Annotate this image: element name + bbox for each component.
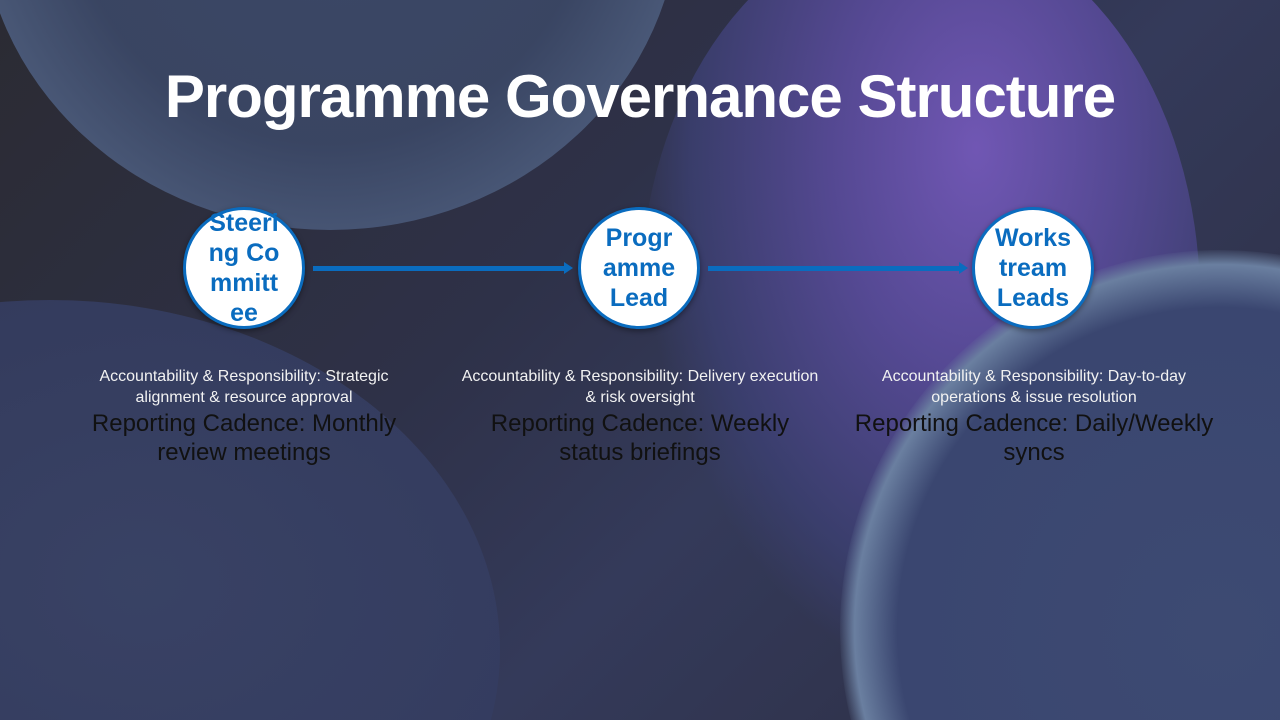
cadence-text: Reporting Cadence: Daily/Weekly syncs [854,410,1214,466]
accountability-text: Accountability & Responsibility: Day-to-… [881,368,1187,406]
node-description: Accountability & Responsibility: Deliver… [460,366,820,467]
arrow-right-icon [313,262,573,274]
background-orb [0,300,500,720]
node-steering-committee: Steering Committee [183,207,305,329]
slide-title: Programme Governance Structure [164,63,1116,130]
node-label: Programme Lead [602,224,676,312]
node-description: Accountability & Responsibility: Day-to-… [854,366,1214,467]
node-programme-lead: Programme Lead [578,207,700,329]
node-label: Workstream Leads [995,224,1071,312]
node-label: Steering Committee [208,209,280,327]
accountability-text: Accountability & Responsibility: Strateg… [99,368,389,406]
cadence-text: Reporting Cadence: Monthly review meetin… [91,410,397,466]
accountability-text: Accountability & Responsibility: Deliver… [461,368,819,406]
node-workstream-leads: Workstream Leads [972,207,1094,329]
cadence-text: Reporting Cadence: Weekly status briefin… [490,410,790,466]
arrow-right-icon [708,262,968,274]
node-description: Accountability & Responsibility: Strateg… [64,366,424,467]
